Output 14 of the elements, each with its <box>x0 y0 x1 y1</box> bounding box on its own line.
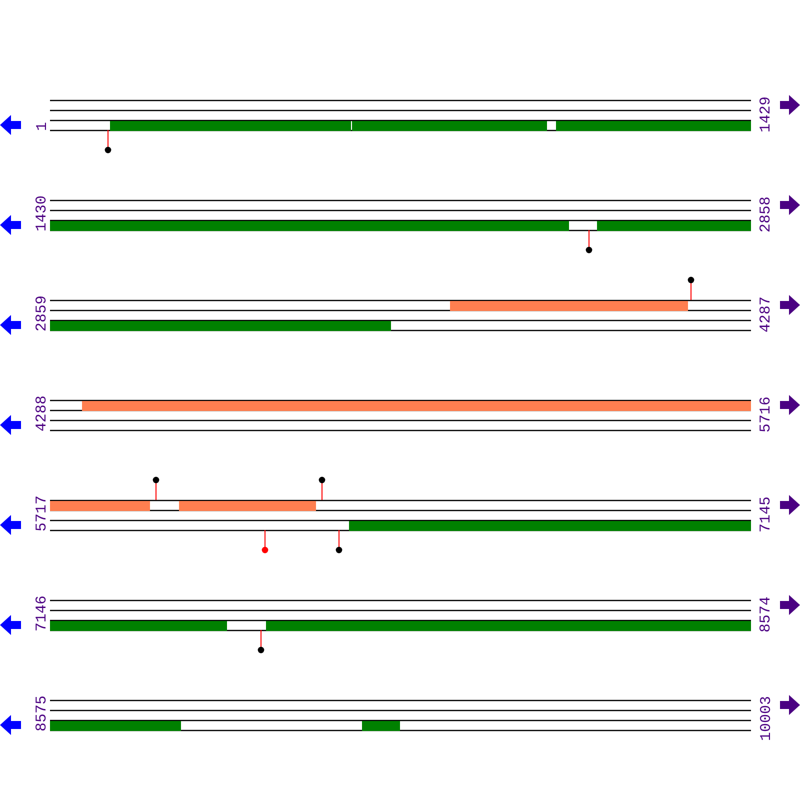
position-number: 8575 <box>34 695 50 731</box>
position-number: 1 <box>34 122 50 131</box>
position-number: 5717 <box>34 495 50 531</box>
position-number: 2858 <box>758 196 774 232</box>
position-number: 10003 <box>758 696 774 741</box>
position-number: 1429 <box>758 96 774 132</box>
position-number: 4288 <box>34 395 50 431</box>
position-number: 7146 <box>34 595 50 631</box>
position-number: 2859 <box>34 295 50 331</box>
position-number: 7145 <box>758 496 774 532</box>
position-number: 8574 <box>758 596 774 632</box>
position-number: 1430 <box>34 195 50 231</box>
position-number: 4287 <box>758 296 774 332</box>
position-number: 5716 <box>758 396 774 432</box>
